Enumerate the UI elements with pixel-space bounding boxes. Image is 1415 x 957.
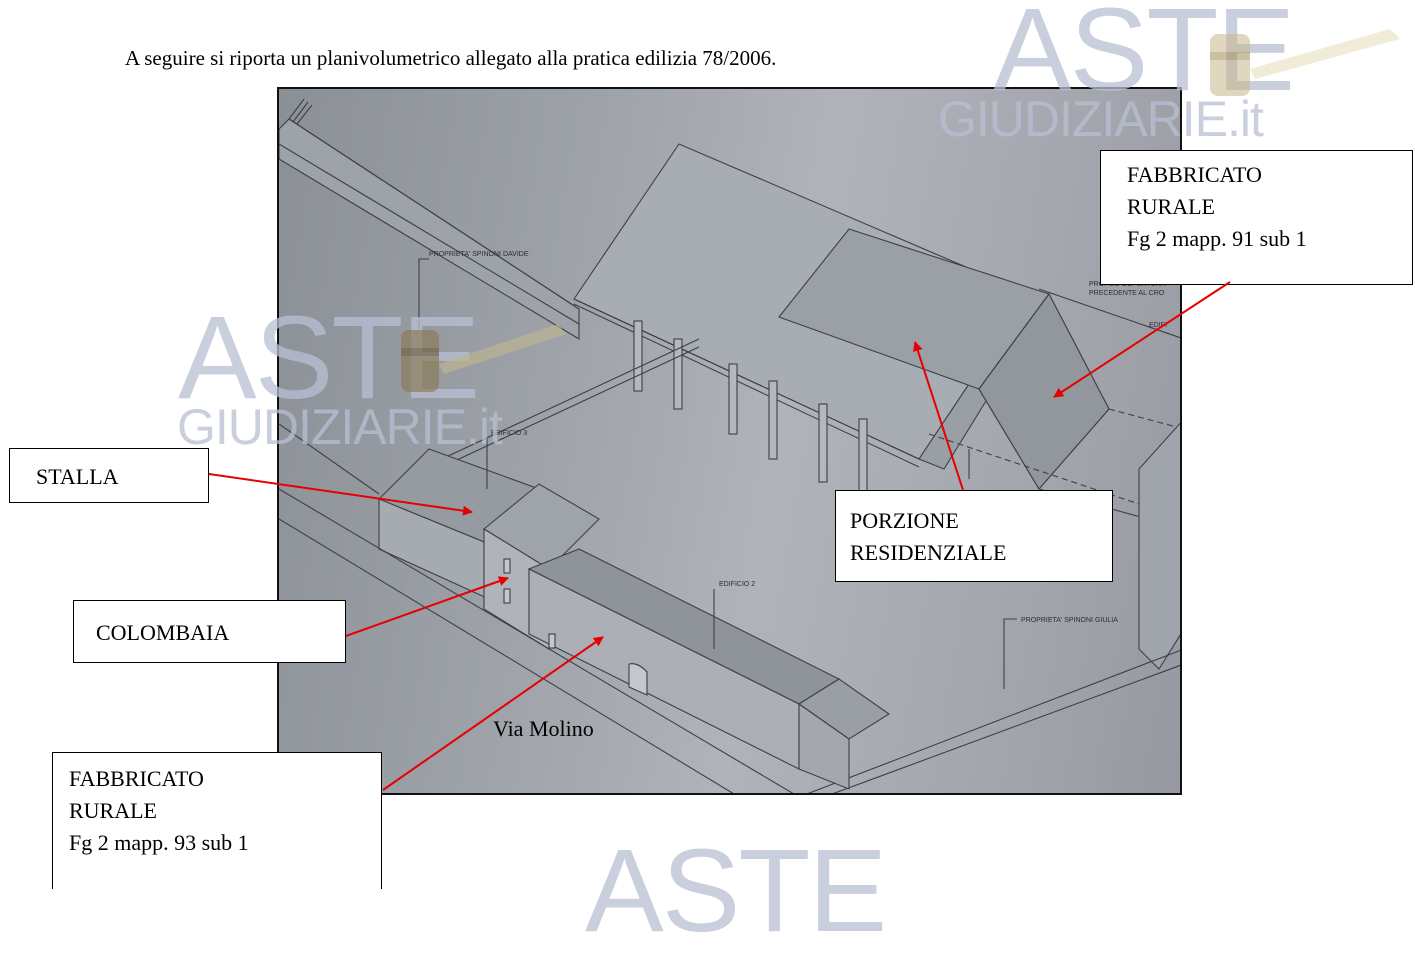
watermark-brand-bottom: GIUDIZIARIE.it	[938, 91, 1264, 147]
building-2-label: EDIFICIO 2	[719, 581, 755, 588]
callout-line: STALLA	[36, 464, 119, 489]
watermark-bottom-center: ASTE	[585, 825, 887, 957]
gavel-icon	[401, 324, 566, 392]
callout-line: RURALE	[69, 797, 157, 823]
intro-paragraph: A seguire si riporta un planivolumetrico…	[125, 46, 777, 70]
callout-line: FABBRICATO	[69, 766, 204, 791]
owner-top-label: PROPRIETA' SPINONI DAVIDE	[429, 251, 529, 258]
callout-colombaia: COLOMBAIA	[73, 600, 346, 663]
owner-bottom-label: PROPRIETA' SPINONI GIULIA	[1021, 617, 1118, 624]
callout-line: PORZIONE	[850, 508, 959, 533]
callout-line: Fg 2 mapp. 91 sub 1	[1127, 225, 1307, 251]
callout-line: Fg 2 mapp. 93 sub 1	[69, 829, 249, 855]
callout-stalla: STALLA	[9, 448, 209, 503]
building-3-label: EDIFICIO 3	[491, 430, 527, 437]
building-edge-label: EDIFI	[1149, 322, 1167, 329]
gavel-icon	[1210, 29, 1400, 96]
callout-line: COLOMBAIA	[96, 620, 230, 645]
callout-porzione-residenziale: PORZIONE RESIDENZIALE	[835, 490, 1113, 582]
callout-line: RURALE	[1127, 193, 1215, 219]
street-label: Via Molino	[493, 716, 594, 741]
callout-line: RESIDENZIALE	[850, 539, 1007, 565]
roof-profile-label-2: PRECEDENTE AL CRO	[1089, 290, 1165, 297]
callout-line: FABBRICATO	[1127, 162, 1262, 187]
watermark-brand-top-3: ASTE	[585, 825, 887, 957]
callout-fabbricato-rurale-91: FABBRICATO RURALE Fg 2 mapp. 91 sub 1	[1100, 150, 1413, 285]
callout-fabbricato-rurale-93: FABBRICATO RURALE Fg 2 mapp. 93 sub 1	[52, 752, 382, 889]
watermark-brand-bottom-2: GIUDIZIARIE.it	[177, 399, 503, 455]
